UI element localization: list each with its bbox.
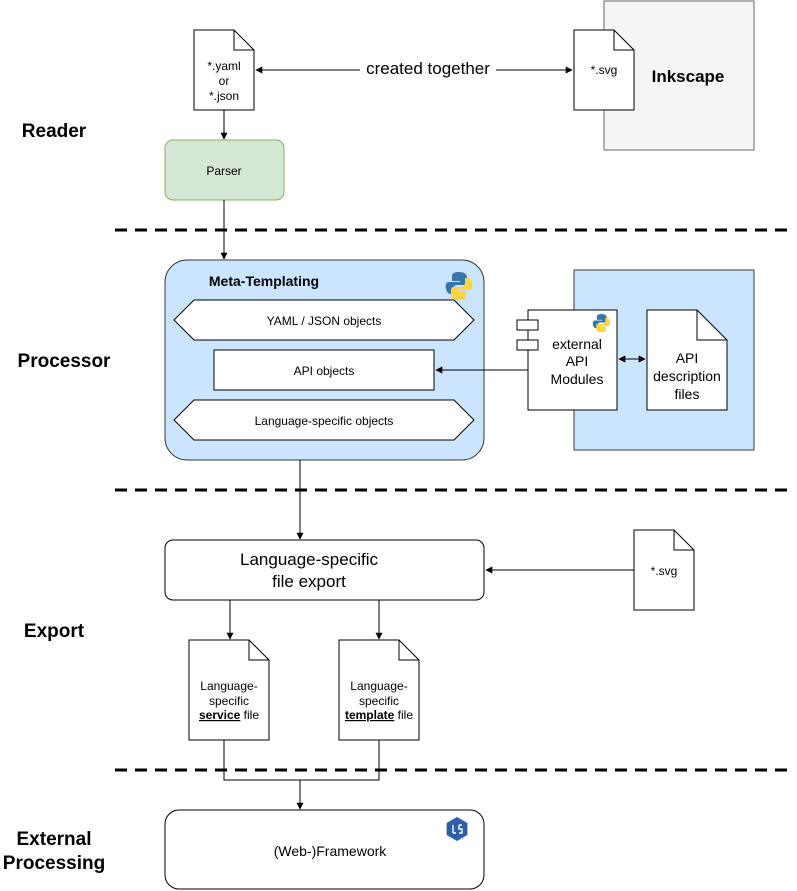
python-logo-icon (445, 272, 473, 300)
yaml-json-objects-shape (173, 299, 475, 341)
service-file-bold: service (199, 708, 241, 722)
svg-file-label-reader: *.svg (591, 63, 618, 77)
file-export-line2: file export (272, 572, 346, 591)
language-specific-objects-label: Language-specific objects (255, 414, 394, 428)
api-objects-label: API objects (294, 364, 355, 378)
framework-label: (Web-)Framework (274, 843, 388, 859)
api-description-line1: API (676, 350, 699, 366)
file-export-box (164, 539, 485, 601)
python-logo-small-icon (592, 314, 611, 333)
template-file-bold: template (345, 708, 395, 722)
language-specific-objects-shape (173, 399, 475, 441)
template-file-line3: template file (345, 708, 413, 722)
api-objects-box (213, 349, 435, 391)
template-file-line1: Language- (350, 679, 407, 693)
created-together-label-bg (360, 58, 496, 80)
api-description-line3: files (675, 386, 700, 402)
created-together-label: created together (366, 59, 490, 78)
api-description-file-icon (646, 309, 728, 411)
template-file-line2: specific (359, 694, 399, 708)
nodejs-logo-icon (446, 817, 468, 841)
lane-label-external-line1: External (17, 829, 92, 850)
external-api-modules-line2: API (566, 353, 589, 369)
service-file-line2: specific (209, 694, 249, 708)
meta-templating-title: Meta-Templating (209, 273, 319, 289)
component-tab-bottom (516, 339, 539, 351)
template-file-icon (338, 639, 420, 741)
service-file-rest: file (240, 708, 259, 722)
service-file-icon (188, 639, 270, 741)
lane-label-reader: Reader (22, 121, 87, 142)
svg-file-label-export: *.svg (651, 564, 678, 578)
lane-label-processor: Processor (18, 351, 112, 372)
yaml-file-line2: or (219, 74, 230, 88)
inkscape-label: Inkscape (652, 67, 725, 86)
template-file-rest: file (394, 708, 413, 722)
file-export-line1: Language-specific (240, 550, 378, 569)
external-api-modules-line3: Modules (551, 371, 604, 387)
component-tab-top (516, 319, 539, 331)
service-file-line3: service file (199, 708, 259, 722)
external-api-modules-line1: external (552, 336, 602, 352)
svg-file-icon-reader (573, 29, 635, 111)
yaml-file-line1: *.yaml (207, 59, 240, 73)
service-file-line1: Language- (200, 679, 257, 693)
api-description-line2: description (653, 368, 721, 384)
yaml-json-file-icon (193, 29, 255, 111)
lane-label-external-line2: Processing (3, 853, 105, 874)
framework-box (164, 809, 485, 890)
yaml-json-objects-label: YAML / JSON objects (267, 314, 382, 328)
lane-label-export: Export (24, 621, 85, 642)
connector-files-merge (223, 740, 380, 781)
parser-label: Parser (206, 164, 241, 178)
svg-file-icon-export (633, 529, 695, 611)
yaml-file-line3: *.json (209, 89, 239, 103)
